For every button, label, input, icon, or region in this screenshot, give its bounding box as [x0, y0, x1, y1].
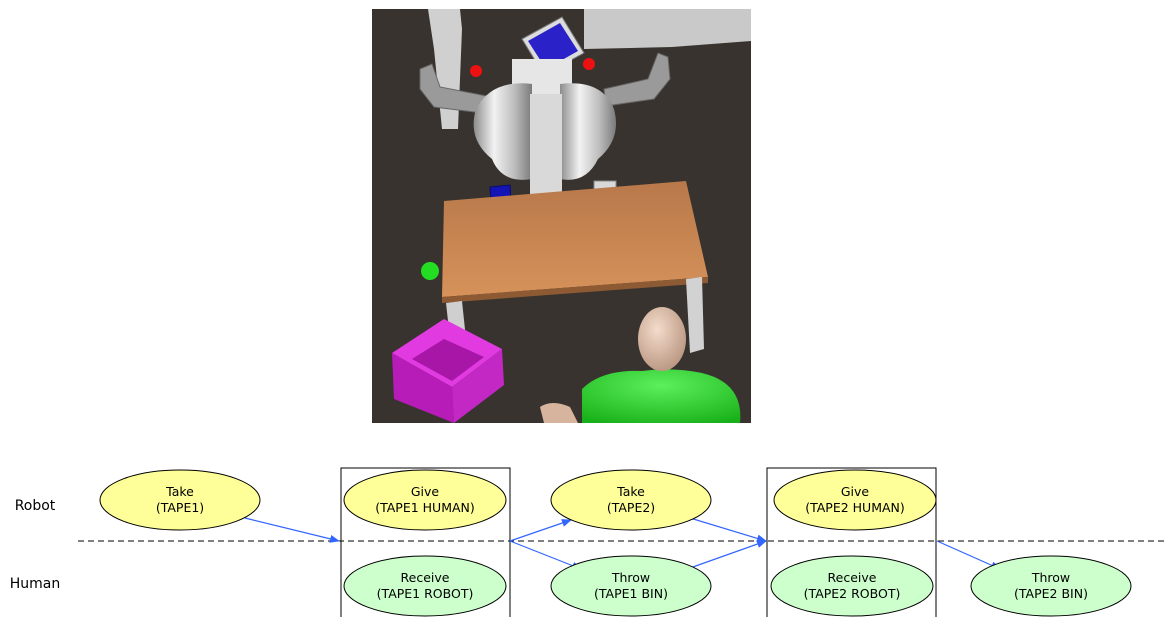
- arrow-give2-to-throw2: [936, 540, 1001, 570]
- robot-left-shoulder: [473, 83, 532, 180]
- bin-side: [452, 349, 504, 423]
- human-torso: [582, 369, 741, 423]
- table-leg-right: [686, 277, 704, 353]
- green-ball: [421, 262, 439, 280]
- node-throw-tape2-bin: Throw (TAPE2 BIN): [970, 555, 1132, 617]
- sync-box-1: [340, 467, 511, 617]
- node-take-tape2: Take (TAPE2): [550, 469, 712, 531]
- node-throw-tape1-bin: Throw (TAPE1 BIN): [550, 555, 712, 617]
- arrow-give1-to-take2: [509, 519, 572, 542]
- node-label-take-tape1-args: (TAPE1): [156, 500, 204, 515]
- node-label-give-tape2-args: (TAPE2 HUMAN): [805, 500, 905, 515]
- table-top: [442, 181, 708, 297]
- node-label-throw-tape2-action: Throw: [1031, 570, 1070, 585]
- node-label-take-tape2-args: (TAPE2): [607, 500, 655, 515]
- node-give-tape2-human: Give (TAPE2 HUMAN): [773, 469, 937, 531]
- node-label-give-tape1-action: Give: [411, 484, 440, 499]
- node-label-receive-tape2-action: Receive: [828, 570, 877, 585]
- node-receive-tape1-robot: Receive (TAPE1 ROBOT): [343, 555, 507, 617]
- table-edge: [442, 277, 708, 303]
- bin-inside: [412, 339, 484, 381]
- robot-right-shoulder: [560, 83, 616, 180]
- node-label-receive-tape1-args: (TAPE1 ROBOT): [377, 586, 474, 601]
- arrow-throw1-to-give2: [689, 540, 767, 569]
- node-receive-tape2-robot: Receive (TAPE2 ROBOT): [770, 555, 934, 617]
- node-label-take-tape2-action: Take: [616, 484, 645, 499]
- simulation-scene-render: [372, 9, 751, 423]
- node-label-receive-tape2-args: (TAPE2 ROBOT): [804, 586, 901, 601]
- lane-label-robot: Robot: [15, 498, 56, 514]
- human-hand: [540, 403, 578, 423]
- red-marker-right: [583, 58, 595, 70]
- back-wall: [584, 9, 751, 49]
- node-label-give-tape1-args: (TAPE1 HUMAN): [375, 500, 475, 515]
- node-label-throw-tape2-args: (TAPE2 BIN): [1014, 586, 1088, 601]
- node-take-tape1: Take (TAPE1): [99, 469, 261, 531]
- lane-label-human: Human: [10, 576, 61, 592]
- node-label-give-tape2-action: Give: [841, 484, 870, 499]
- bin-front: [392, 353, 454, 423]
- human-head: [638, 307, 686, 371]
- robot-screen: [528, 23, 578, 69]
- node-give-tape1-human: Give (TAPE1 HUMAN): [343, 469, 507, 531]
- red-marker-left: [470, 65, 482, 77]
- sync-box-2: [766, 467, 937, 617]
- simulation-scene: [372, 9, 751, 423]
- arrow-take2-to-give2: [689, 517, 767, 543]
- node-label-throw-tape1-action: Throw: [611, 570, 650, 585]
- node-label-take-tape1-action: Take: [165, 484, 194, 499]
- node-label-receive-tape1-action: Receive: [401, 570, 450, 585]
- node-label-throw-tape1-args: (TAPE1 BIN): [594, 586, 668, 601]
- arrow-take1-to-give1: [244, 517, 340, 543]
- arrow-give1-to-throw1: [509, 540, 582, 570]
- robot-spine: [530, 94, 562, 194]
